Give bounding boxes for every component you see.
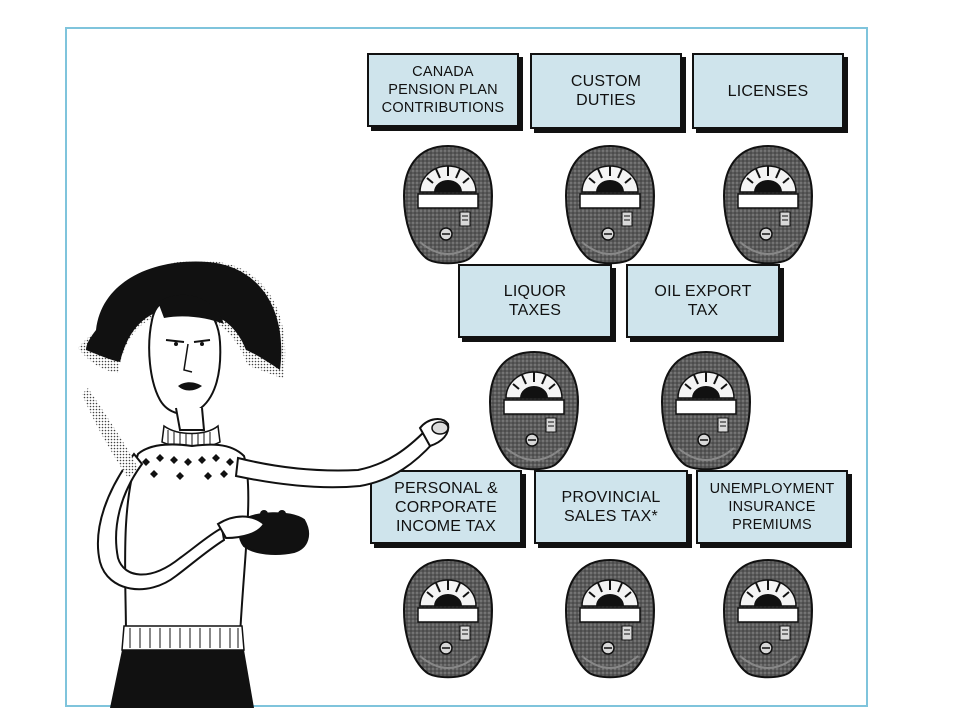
sign-canada-pension-plan-label: CANADA PENSION PLAN CONTRIBUTIONS <box>381 64 505 116</box>
sign-provincial-sales-tax-label: PROVINCIAL SALES TAX* <box>561 489 661 525</box>
sign-provincial-sales-tax: PROVINCIAL SALES TAX* <box>534 470 688 544</box>
sign-liquor-taxes: LIQUOR TAXES <box>458 264 612 338</box>
sign-oil-export-tax: OIL EXPORT TAX <box>626 264 780 338</box>
parking-meter-icon <box>403 145 493 265</box>
sign-custom-duties: CUSTOM DUTIES <box>530 53 682 129</box>
sign-custom-duties-label: CUSTOM DUTIES <box>570 73 642 109</box>
sign-unemployment-insurance-label: UNEMPLOYMENT INSURANCE PREMIUMS <box>709 481 835 533</box>
parking-meter-icon <box>565 559 655 679</box>
sign-oil-export-tax-label: OIL EXPORT TAX <box>654 283 752 319</box>
parking-meter-icon <box>489 351 579 471</box>
sign-income-tax-label: PERSONAL & CORPORATE INCOME TAX <box>394 479 498 535</box>
sign-canada-pension-plan: CANADA PENSION PLAN CONTRIBUTIONS <box>367 53 519 127</box>
sign-income-tax: PERSONAL & CORPORATE INCOME TAX <box>370 470 522 544</box>
sign-licenses: LICENSES <box>692 53 844 129</box>
parking-meter-icon <box>565 145 655 265</box>
parking-meter-icon <box>723 559 813 679</box>
sign-liquor-taxes-label: LIQUOR TAXES <box>503 283 567 319</box>
parking-meter-icon <box>661 351 751 471</box>
sign-licenses-label: LICENSES <box>727 82 809 100</box>
parking-meter-icon <box>723 145 813 265</box>
sign-unemployment-insurance: UNEMPLOYMENT INSURANCE PREMIUMS <box>696 470 848 544</box>
woman-illustration <box>78 260 450 708</box>
